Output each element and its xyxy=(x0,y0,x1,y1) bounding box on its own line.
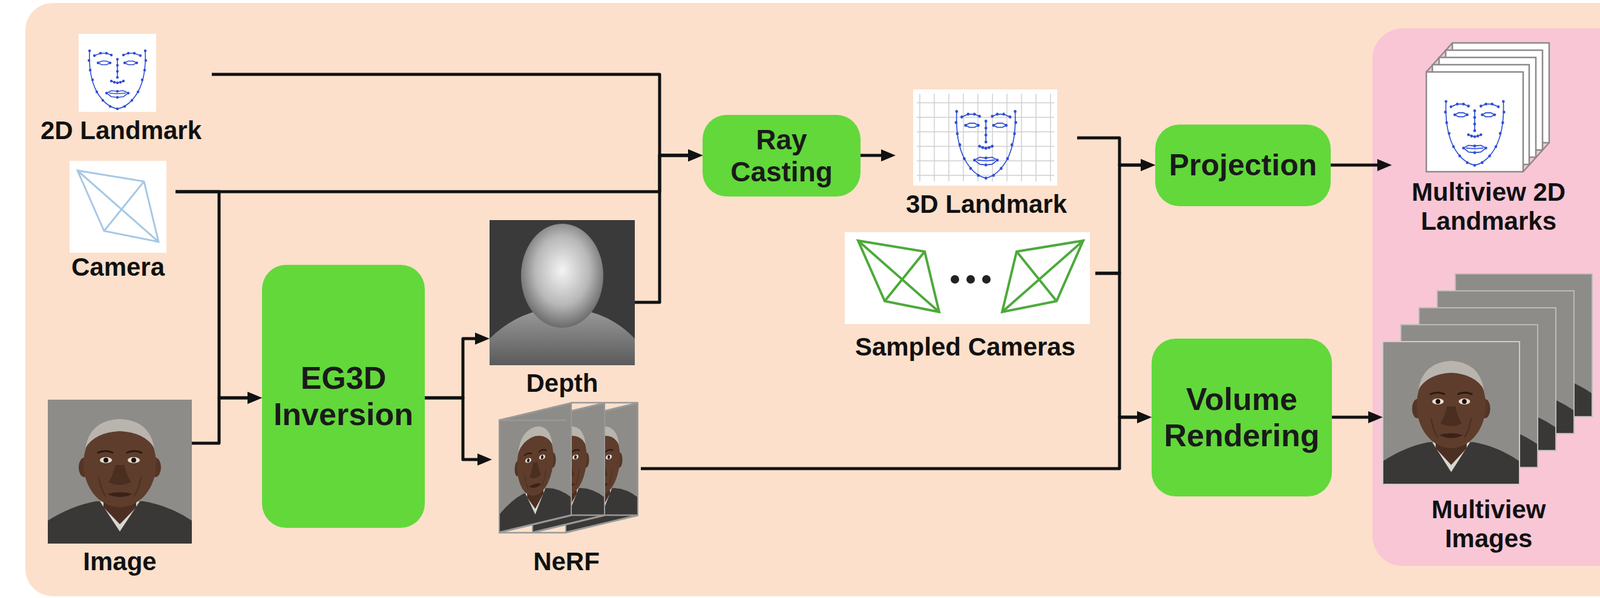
figure-caption: Camera xyxy=(60,252,176,282)
face-photo xyxy=(47,400,192,545)
figure-node: Image xyxy=(47,400,192,580)
box-label: EG3D Inversion xyxy=(270,360,417,434)
flow-arrow xyxy=(424,398,484,460)
figure-caption: Multiview 2D Landmarks xyxy=(1406,177,1571,237)
depth-map xyxy=(489,220,635,366)
sampled-cameras-icon xyxy=(966,275,975,284)
sampled-cameras-icon xyxy=(844,232,1090,325)
nerf-volume xyxy=(499,403,572,533)
figure-caption: NeRF xyxy=(491,547,641,577)
figure-caption: 3D Landmark xyxy=(895,190,1078,220)
process-box: EG3D Inversion xyxy=(262,265,425,529)
flow-arrow xyxy=(175,155,695,192)
image-stack xyxy=(1382,341,1520,485)
figure-node: Camera xyxy=(60,158,176,285)
figure-node: Multiview 2D Landmarks xyxy=(1391,39,1586,240)
figure-node: 2D Landmark xyxy=(30,29,212,148)
flow-arrow xyxy=(1095,273,1144,418)
process-box: Ray Casting xyxy=(702,114,861,197)
landmark-figure xyxy=(78,33,157,112)
flow-arrow xyxy=(634,155,695,303)
flow-arrow xyxy=(1330,163,1384,168)
nerf-volume xyxy=(499,403,572,533)
depth-map xyxy=(521,223,604,328)
sampled-cameras-icon xyxy=(982,275,991,284)
figure-caption: Sampled Cameras xyxy=(835,332,1096,362)
process-box: Projection xyxy=(1155,124,1331,207)
sampled-cameras-icon xyxy=(950,275,960,284)
sampled-cameras-icon xyxy=(858,240,940,313)
camera-icon xyxy=(69,160,167,253)
figure-node: Multiview Images xyxy=(1382,260,1595,557)
landmark-3d-plot xyxy=(913,89,1058,186)
figure-node: Depth xyxy=(489,220,635,401)
landmark-stack xyxy=(1426,42,1550,172)
depth-map xyxy=(489,220,635,366)
flow-arrow xyxy=(640,417,1144,469)
landmark-figure xyxy=(78,33,157,112)
landmark-stack xyxy=(1426,42,1550,172)
box-label: Ray Casting xyxy=(711,124,853,189)
landmark-3d-plot xyxy=(916,93,1055,182)
landmark-stack xyxy=(1443,99,1505,167)
output-panel xyxy=(1372,28,1600,567)
sampled-cameras-icon xyxy=(844,232,1090,325)
figure-node: 3D Landmark xyxy=(895,87,1078,222)
figure-node: NeRF xyxy=(491,401,641,580)
image-stack xyxy=(1382,274,1593,485)
flow-arrow xyxy=(1331,416,1375,420)
landmark-3d-plot xyxy=(954,110,1018,180)
landmark-figure xyxy=(87,49,148,111)
flow-arrow xyxy=(1095,165,1147,274)
box-label: Projection xyxy=(1169,148,1317,184)
sampled-cameras-icon xyxy=(1002,240,1084,313)
flow-arrow xyxy=(860,154,888,158)
figure-caption: 2D Landmark xyxy=(30,116,212,146)
figure-caption: Image xyxy=(47,547,192,577)
camera-icon xyxy=(69,160,167,253)
process-box: Volume Rendering xyxy=(1151,338,1332,497)
camera-icon xyxy=(77,170,159,243)
face-photo xyxy=(47,400,192,545)
landmark-3d-plot xyxy=(913,89,1058,186)
flow-arrow xyxy=(424,338,482,399)
landmark-stack xyxy=(1426,72,1524,172)
flow-arrow xyxy=(211,74,695,156)
nerf-volume xyxy=(499,403,638,534)
flow-arrow xyxy=(191,398,254,444)
figure-caption: Multiview Images xyxy=(1406,495,1571,555)
flow-arrow xyxy=(1077,137,1147,166)
figure-node: Sampled Cameras xyxy=(835,232,1096,365)
nerf-volume xyxy=(499,403,638,534)
background-panel xyxy=(25,3,1600,597)
image-stack xyxy=(1382,341,1520,485)
box-label: Volume Rendering xyxy=(1160,381,1324,455)
flow-arrow xyxy=(175,191,254,399)
figure-caption: Depth xyxy=(489,369,635,399)
